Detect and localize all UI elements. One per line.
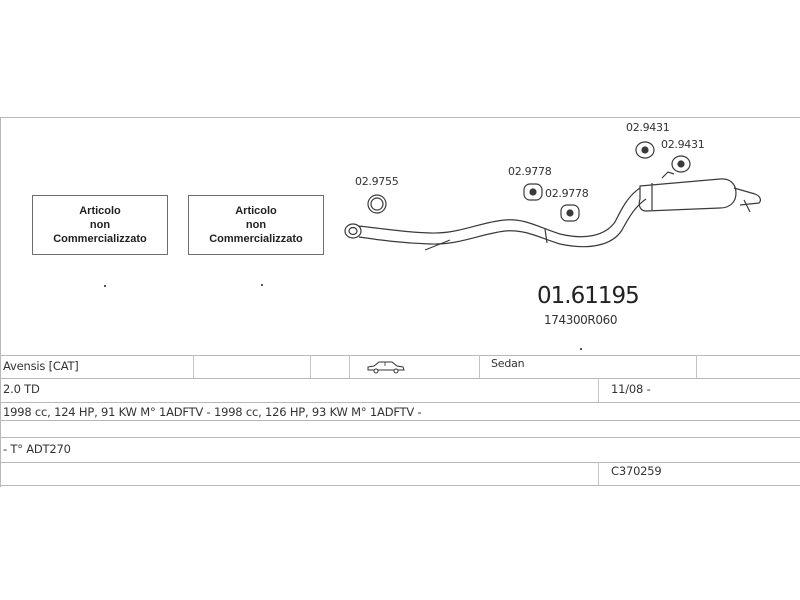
part-number-rubber-b[interactable]: 02.9431: [661, 138, 705, 151]
marker-dot-2: [261, 284, 263, 286]
rubber-mount-part-b: [671, 155, 691, 173]
catalog-code: C370259: [611, 464, 662, 478]
main-part-code[interactable]: 01.61195: [537, 283, 640, 309]
table-line-1: [0, 355, 800, 356]
na-box-2-line2: non: [245, 219, 267, 231]
rear-muffler: [638, 178, 737, 212]
vehicle-specs: 1998 cc, 124 HP, 91 KW M° 1ADFTV - 1998 …: [3, 405, 422, 419]
pipe-inlet-flange: [344, 223, 362, 239]
part-number-rubber-a[interactable]: 02.9431: [626, 121, 670, 134]
table-col-divider-7: [598, 462, 599, 485]
oem-part-code: 174300R060: [544, 313, 618, 327]
vehicle-date: 11/08 -: [611, 382, 651, 396]
rubber-mount-part-a: [635, 141, 655, 159]
na-box-2-line3: Commercializzato: [209, 233, 303, 245]
part-number-hanger-a[interactable]: 02.9778: [508, 165, 552, 178]
na-box-1-line3: Commercializzato: [53, 233, 147, 245]
table-line-7: [0, 485, 800, 486]
table-col-divider-3: [349, 355, 350, 378]
hanger-part-b: [560, 204, 580, 222]
frame-left-line: [0, 117, 1, 487]
na-box-1-line2: non: [89, 219, 111, 231]
marker-dot-3: [580, 348, 582, 350]
frame-top-line: [0, 117, 800, 118]
tail-pipe: [733, 187, 761, 206]
clamp-part: [367, 194, 387, 214]
table-col-divider-4: [479, 355, 480, 378]
table-col-divider-2: [310, 355, 311, 378]
exhaust-pipe: [357, 187, 641, 238]
vehicle-type-code: - T° ADT270: [3, 442, 71, 456]
vehicle-body-type: Sedan: [491, 357, 525, 370]
vehicle-model: Avensis [CAT]: [3, 359, 79, 373]
vehicle-engine: 2.0 TD: [3, 382, 40, 396]
table-line-6: [0, 462, 800, 463]
table-line-4: [0, 420, 800, 421]
table-col-divider-5: [696, 355, 697, 378]
table-col-divider-6: [598, 378, 599, 402]
table-line-2: [0, 378, 800, 379]
sedan-car-icon: [367, 361, 405, 374]
na-box-2-line1: Articolo: [235, 205, 277, 217]
not-available-box-2: Articolo non Commercializzato: [188, 195, 324, 255]
table-line-5: [0, 437, 800, 438]
part-number-clamp[interactable]: 02.9755: [355, 175, 399, 188]
table-col-divider-1: [193, 355, 194, 378]
part-number-hanger-b[interactable]: 02.9778: [545, 187, 589, 200]
hanger-part-a: [523, 183, 543, 201]
na-box-1-line1: Articolo: [79, 205, 121, 217]
not-available-box-1: Articolo non Commercializzato: [32, 195, 168, 255]
table-line-3: [0, 402, 800, 403]
marker-dot-1: [104, 285, 106, 287]
